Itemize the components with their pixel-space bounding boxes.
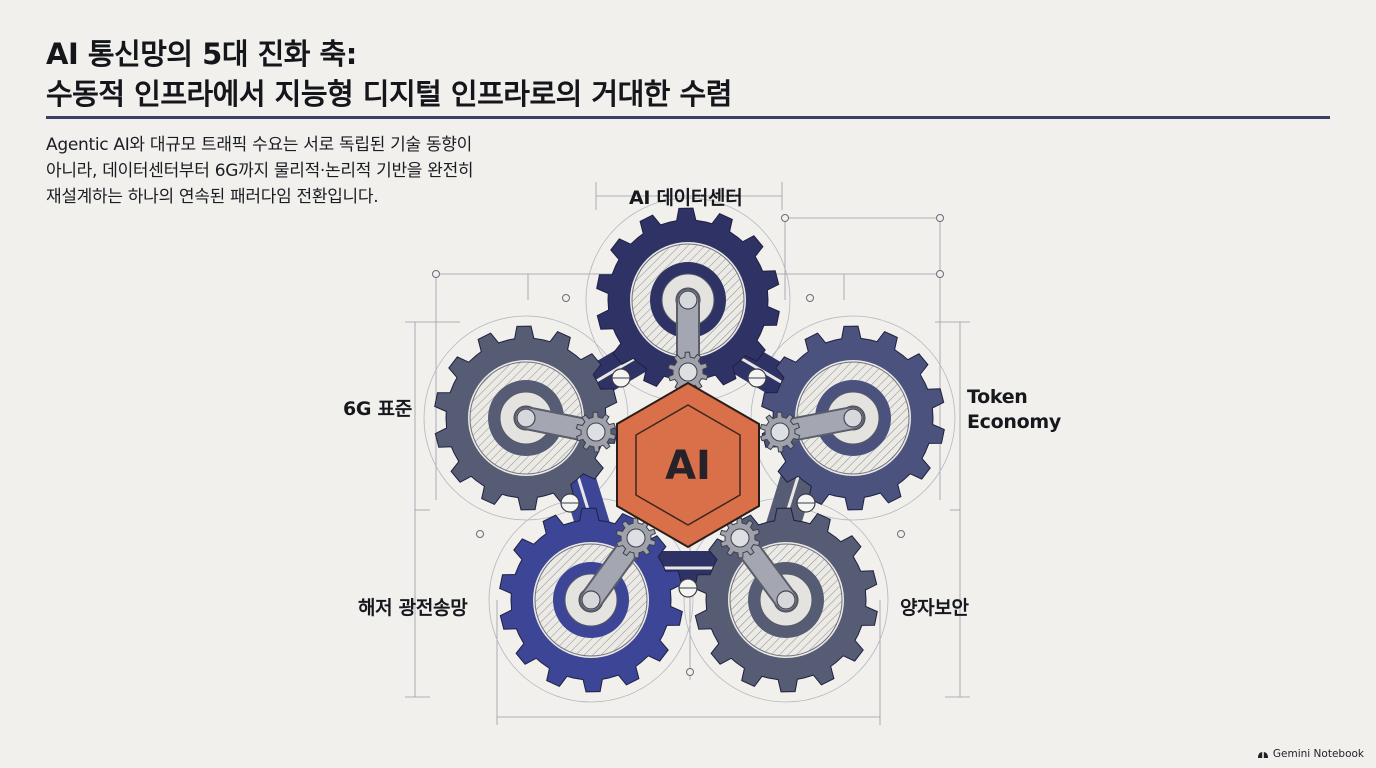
- connector-gear-bottom-left-center: [626, 528, 646, 548]
- title-line-2: 수동적 인프라에서 지능형 디지털 인프라로의 거대한 수렴: [46, 77, 732, 111]
- node-label-quantum-security: 양자보안: [900, 597, 969, 619]
- brand-label: Gemini Notebook: [1272, 748, 1364, 760]
- dimension-node: [781, 214, 789, 222]
- dimension-node: [936, 214, 944, 222]
- dimension-node: [686, 668, 694, 676]
- node-label-token-line1: Token: [967, 386, 1028, 408]
- page-title: AI 통신망의 5대 진화 축: 수동적 인프라에서 지능형 디지털 인프라로의…: [46, 34, 1336, 114]
- center-hub: AI: [616, 381, 760, 549]
- dimension-node: [897, 530, 905, 538]
- rod-pin: [843, 408, 863, 428]
- node-label-ai-datacenter: AI 데이터센터: [629, 187, 743, 209]
- dimension-node: [476, 530, 484, 538]
- connector-gear-bottom-right-center: [730, 528, 750, 548]
- brand-watermark: Gemini Notebook: [1257, 748, 1364, 760]
- center-label: AI: [665, 443, 711, 489]
- rod-pin: [776, 590, 796, 610]
- dimension-node: [806, 294, 814, 302]
- center-hexagon: [616, 381, 760, 549]
- rod-pin: [581, 590, 601, 610]
- center-hexagon-inner: [635, 404, 741, 526]
- title-line-1: AI 통신망의 5대 진화 축:: [46, 37, 357, 71]
- connector-gear-left-center: [586, 422, 606, 442]
- connector-gear-right-center: [770, 422, 790, 442]
- dimension-node: [432, 270, 440, 278]
- node-label-token-economy: Token Economy: [967, 385, 1061, 435]
- title-divider: [46, 116, 1330, 119]
- node-label-6g-standard: 6G 표준: [343, 398, 412, 420]
- intro-paragraph: Agentic AI와 대규모 트래픽 수요는 서로 독립된 기술 동향이 아니…: [46, 132, 566, 210]
- rod-pin: [516, 408, 536, 428]
- sparkle-bars-icon: [1257, 750, 1268, 758]
- node-label-subsea-optical: 해저 광전송망: [358, 597, 468, 619]
- construction-circle: [750, 315, 956, 521]
- intro-line-2: 아니라, 데이터센터부터 6G까지 물리적·논리적 기반을 완전히: [46, 161, 474, 181]
- connector-gear-top-center: [678, 362, 698, 382]
- intro-line-3: 재설계하는 하나의 연속된 패러다임 전환입니다.: [46, 187, 379, 207]
- node-label-token-line2: Economy: [967, 411, 1061, 433]
- dimension-node: [562, 294, 570, 302]
- rod-pin: [678, 290, 698, 310]
- dimension-node: [936, 270, 944, 278]
- intro-line-1: Agentic AI와 대규모 트래픽 수요는 서로 독립된 기술 동향이: [46, 135, 472, 155]
- gears: [434, 207, 945, 693]
